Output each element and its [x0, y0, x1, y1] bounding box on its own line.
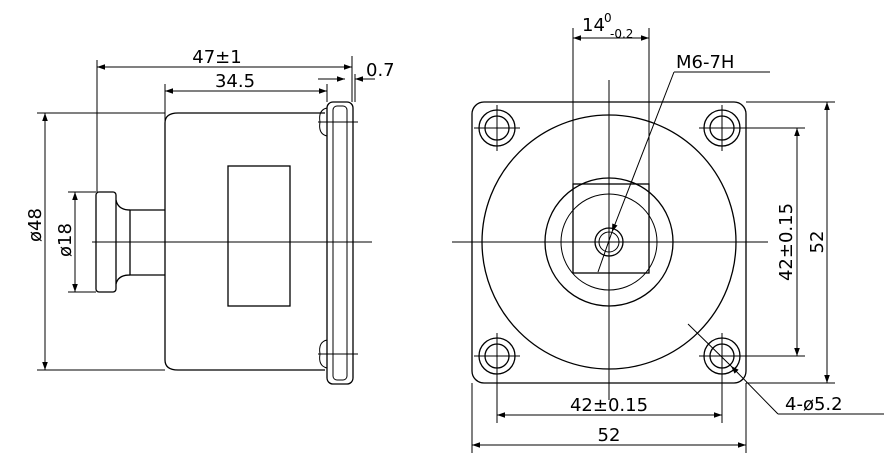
shaft-hub-circle — [560, 193, 658, 291]
dim-slot-lower-tol: -0.2 — [610, 27, 633, 41]
shaft-neck — [129, 209, 165, 276]
dim-body-length: 34.5 — [215, 71, 255, 92]
dim-body-dia: ø48 — [25, 208, 46, 242]
dim-outline-h: 52 — [598, 425, 621, 446]
terminal-box — [227, 165, 291, 307]
flange-inner — [332, 105, 348, 381]
thread-leader-line — [611, 71, 675, 233]
shaft-boss-circle — [544, 177, 674, 307]
holes-leader-line — [730, 365, 779, 415]
dim-hole-spacing-h: 42±0.15 — [570, 395, 648, 416]
shaft-hub — [95, 191, 117, 293]
dim-slot-upper-tol: 0 — [604, 11, 612, 25]
threaded-hole-inner — [598, 231, 620, 253]
dim-outline-v: 52 — [807, 231, 828, 254]
mounting-hole-tl — [474, 105, 520, 151]
dim-shaft-dia: ø18 — [55, 223, 76, 257]
shaft-slot — [572, 183, 650, 274]
dim-flange-gap: 0.7 — [366, 60, 395, 81]
thread-leader-tail — [597, 231, 613, 273]
dim-slot-base: 14 — [582, 15, 605, 36]
motor-body — [164, 112, 325, 371]
threaded-hole — [594, 227, 624, 257]
mounting-flange — [326, 101, 354, 385]
square-flange-outline — [471, 101, 747, 384]
holes-leader-tail — [687, 323, 732, 367]
front-view: 14 0 -0.2 M6-7H 42±0.15 52 42±0.15 52 4-… — [452, 11, 884, 453]
dim-hole-spacing-v: 42±0.15 — [776, 203, 797, 281]
holes-label: 4-ø5.2 — [785, 394, 843, 415]
thread-label: M6-7H — [676, 52, 734, 73]
side-view: 47±1 34.5 0.7 ø48 ø18 — [25, 47, 395, 385]
dim-overall-length: 47±1 — [192, 47, 241, 68]
motor-body-circle — [481, 114, 737, 370]
